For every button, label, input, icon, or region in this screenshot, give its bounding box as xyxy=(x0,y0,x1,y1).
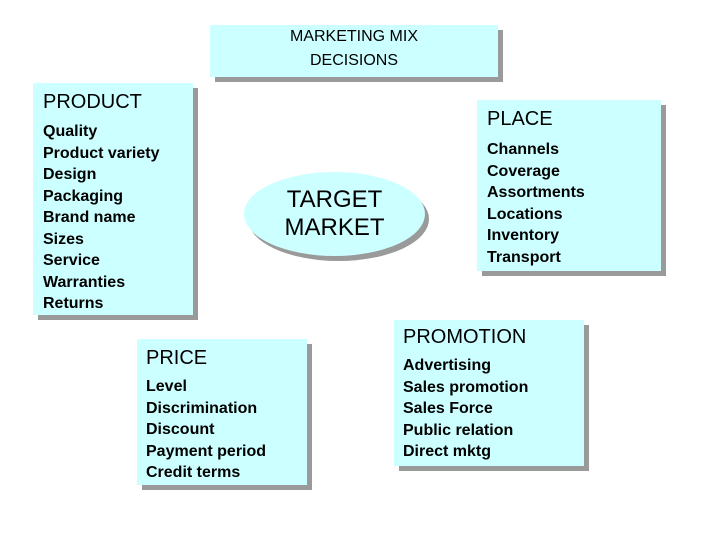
product-list: Quality Product variety Design Packaging… xyxy=(43,121,193,315)
promotion-heading: PROMOTION xyxy=(403,326,527,348)
place-item: Assortments xyxy=(487,184,585,201)
product-item: Product variety xyxy=(43,144,160,162)
marketing-mix-title-box: MARKETING MIX DECISIONS xyxy=(210,25,498,77)
promotion-item: Advertising xyxy=(403,357,492,374)
place-item: Coverage xyxy=(487,162,560,180)
promotion-item: Sales promotion xyxy=(403,378,529,396)
place-list: Channels Coverage Assortments Locations … xyxy=(487,139,661,268)
product-heading: PRODUCT xyxy=(43,91,142,113)
price-item: Level xyxy=(146,378,187,395)
promotion-item: Sales Force xyxy=(403,400,493,417)
price-item: Credit terms xyxy=(146,464,241,481)
place-item: Channels xyxy=(487,141,560,158)
product-item: Brand name xyxy=(43,209,136,226)
target-market-line-1: TARGET xyxy=(286,186,383,213)
promotion-item: Public relation xyxy=(403,421,514,439)
product-item: Sizes xyxy=(43,230,84,248)
product-item: Design xyxy=(43,166,97,183)
title-line-2: DECISIONS xyxy=(309,52,398,69)
price-heading: PRICE xyxy=(146,347,208,369)
price-item: Payment period xyxy=(146,442,267,460)
place-item: Locations xyxy=(487,205,563,223)
product-item: Packaging xyxy=(43,187,124,205)
promotion-list: Advertising Sales promotion Sales Force … xyxy=(403,355,584,463)
target-market-ellipse: TARGET MARKET xyxy=(244,172,425,256)
product-box: PRODUCT Quality Product variety Design P… xyxy=(33,83,193,315)
price-item: Discrimination xyxy=(146,399,258,417)
promotion-item: Direct mktg xyxy=(403,443,492,460)
place-item: Inventory xyxy=(487,227,560,244)
price-list: Level Discrimination Discount Payment pe… xyxy=(146,376,307,484)
place-item: Transport xyxy=(487,248,561,266)
price-item: Discount xyxy=(146,421,215,438)
promotion-box: PROMOTION Advertising Sales promotion Sa… xyxy=(394,320,584,466)
product-item: Quality xyxy=(43,123,98,140)
price-box: PRICE Level Discrimination Discount Paym… xyxy=(137,339,307,485)
place-heading: PLACE xyxy=(487,108,553,130)
target-market-line-2: MARKET xyxy=(284,214,385,241)
product-item: Returns xyxy=(43,295,104,312)
product-item: Warranties xyxy=(43,273,126,291)
place-box: PLACE Channels Coverage Assortments Loca… xyxy=(477,100,661,271)
product-item: Service xyxy=(43,252,100,269)
title-line-1: MARKETING MIX xyxy=(289,28,418,45)
